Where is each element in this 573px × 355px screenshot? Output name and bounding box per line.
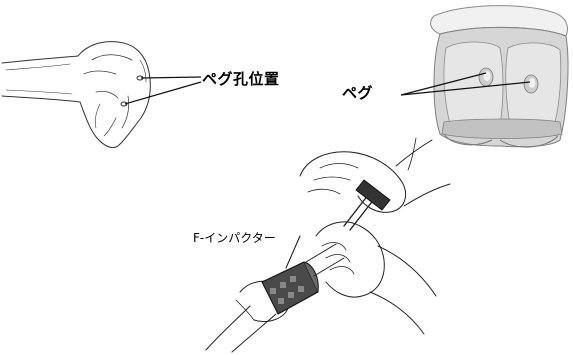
- peg-hole-position-label: ペグ孔位置: [202, 70, 280, 88]
- peg-label: ペグ: [342, 84, 374, 102]
- f-impactor-label: F-インパクター: [193, 231, 276, 245]
